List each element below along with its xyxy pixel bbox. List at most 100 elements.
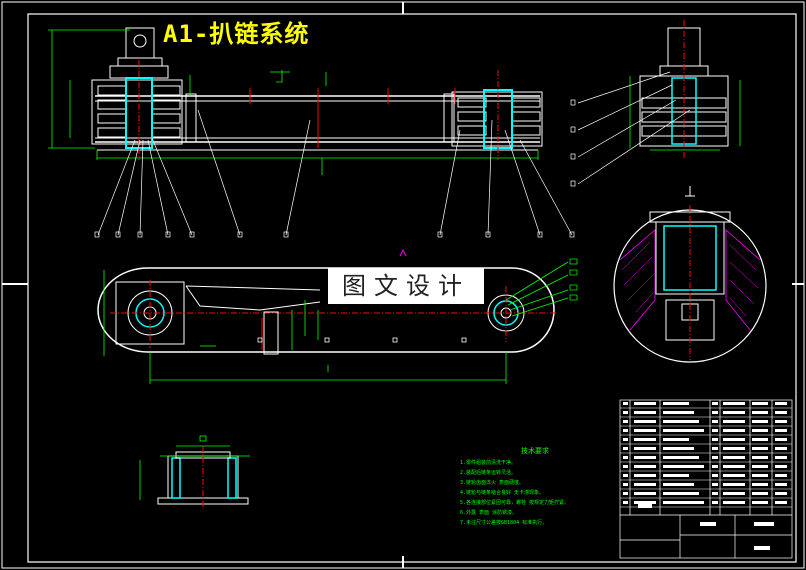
- title-block-cell-text: [712, 501, 718, 504]
- title-block: [619, 399, 793, 559]
- title-block-cell-text: [634, 429, 656, 432]
- title-block-cell-text: [663, 465, 704, 468]
- title-block-cell-text: [775, 474, 787, 477]
- title-block-cell-text: [712, 465, 718, 468]
- notes-line: 6.外露 表面 涂防锈漆。: [460, 510, 518, 516]
- section-mark: [685, 186, 695, 197]
- title-block-cell-text: [663, 492, 699, 495]
- title-block-cell-text: [623, 429, 628, 432]
- title-block-cell-text: [752, 402, 768, 405]
- title-block-cell-text: [712, 483, 718, 486]
- notes-line: 1.零件组装前清洗干净。: [460, 460, 517, 466]
- title-block-cell-text: [775, 438, 787, 441]
- title-block-cell-text: [634, 420, 656, 423]
- title-block-cell-text: [663, 411, 694, 414]
- title-block-cell-text: [775, 501, 787, 504]
- title-block-cell-text: [775, 492, 787, 495]
- title-block-cell-text: [663, 447, 694, 450]
- technical-notes: 技术要求 1.零件组装前清洗干净。 2.装配后链条运转灵活。 3.链轮齿面淬火 …: [460, 446, 610, 528]
- title-block-cell-text: [663, 420, 699, 423]
- notes-line: 3.链轮齿面淬火 表面硬度。: [460, 480, 525, 486]
- title-block-cell-text: [663, 474, 689, 477]
- title-block-cell-text: [712, 429, 718, 432]
- title-block-cell-text: [775, 420, 787, 423]
- title-block-labels: [638, 504, 774, 550]
- title-block-cell-text: [623, 402, 628, 405]
- title-block-cell-text: [723, 474, 745, 477]
- notes-line: 4.链轮与链条啮合良好 无卡滞现象。: [460, 490, 545, 496]
- title-block-cell-text: [634, 438, 656, 441]
- title-block-cell-text: [712, 438, 718, 441]
- notes-line: 5.各连接部位紧固可靠，螺栓 按规定力矩拧紧。: [460, 500, 570, 506]
- notes-line: 2.装配后链条运转灵活。: [460, 470, 517, 476]
- title-block-cell-text: [623, 438, 628, 441]
- title-block-cell-text: [752, 465, 768, 468]
- title-block-cell-text: [752, 492, 768, 495]
- title-block-cell-text: [623, 501, 628, 504]
- drawing-frame: [27, 13, 797, 563]
- title-block-cell-text: [775, 429, 787, 432]
- title-block-cell-text: [712, 402, 718, 405]
- title-block-rows: [620, 407, 792, 508]
- title-block-cell-text: [623, 447, 628, 450]
- side-view: [570, 20, 741, 187]
- title-block-cell-text: [775, 402, 787, 405]
- title-block-cell-text: [623, 456, 628, 459]
- title-block-cell-text: [723, 402, 745, 405]
- title-block-cell-text: [623, 465, 628, 468]
- title-block-cells: [623, 402, 787, 504]
- title-block-cell-text: [775, 456, 787, 459]
- title-block-cell-text: [623, 411, 628, 414]
- title-block-cell-text: [752, 501, 768, 504]
- title-block-cell-text: [723, 501, 745, 504]
- title-block-cell-text: [775, 483, 787, 486]
- title-block-cell-text: [752, 411, 768, 414]
- title-block-cell-text: [775, 447, 787, 450]
- title-block-cell-text: [623, 474, 628, 477]
- title-block-cell-text: [752, 474, 768, 477]
- title-block-cell-text: [663, 402, 689, 405]
- title-block-cell-text: [712, 447, 718, 450]
- title-block-cell-text: [752, 456, 768, 459]
- notes-line: 7.未注尺寸公差按GB1804 标准执行。: [460, 520, 548, 526]
- title-block-cell-text: [712, 492, 718, 495]
- title-block-cell-text: [634, 492, 656, 495]
- watermark: 图文设计: [328, 268, 484, 304]
- title-block-cell-text: [623, 420, 628, 423]
- title-block-cell-text: [623, 492, 628, 495]
- title-block-cell-text: [663, 456, 699, 459]
- title-block-cell-text: [623, 483, 628, 486]
- title-block-cell-text: [775, 465, 787, 468]
- title-block-cell-text: [634, 474, 656, 477]
- title-block-cell-text: [634, 465, 656, 468]
- title-block-cell-text: [712, 474, 718, 477]
- title-block-cell-text: [634, 402, 656, 405]
- title-block-cell-text: [663, 438, 689, 441]
- title-block-cell-text: [723, 411, 745, 414]
- title-block-cell-text: [634, 501, 656, 504]
- title-block-cell-text: [752, 447, 768, 450]
- title-block-cell-text: [723, 420, 745, 423]
- title-block-cell-text: [634, 447, 656, 450]
- title-block-cell-text: [723, 447, 745, 450]
- title-block-cell-text: [663, 483, 694, 486]
- title-block-cell-text: [663, 501, 704, 504]
- plan-view: [97, 248, 578, 384]
- title-block-cell-text: [752, 438, 768, 441]
- title-block-cell-text: [723, 456, 745, 459]
- title-block-cell-text: [634, 483, 656, 486]
- title-block-cell-text: [712, 420, 718, 423]
- title-block-cell-text: [663, 429, 704, 432]
- detail-view: [613, 205, 767, 363]
- motor-left: [125, 27, 155, 59]
- title-block-cell-text: [712, 411, 718, 414]
- title-block-cell-text: [723, 483, 745, 486]
- title-block-cell-text: [723, 438, 745, 441]
- title-block-cell-text: [634, 456, 656, 459]
- title-block-cell-text: [752, 483, 768, 486]
- title-block-cell-text: [634, 411, 656, 414]
- front-view: [48, 27, 575, 238]
- drawing-title: A1-扒链系统: [163, 20, 310, 48]
